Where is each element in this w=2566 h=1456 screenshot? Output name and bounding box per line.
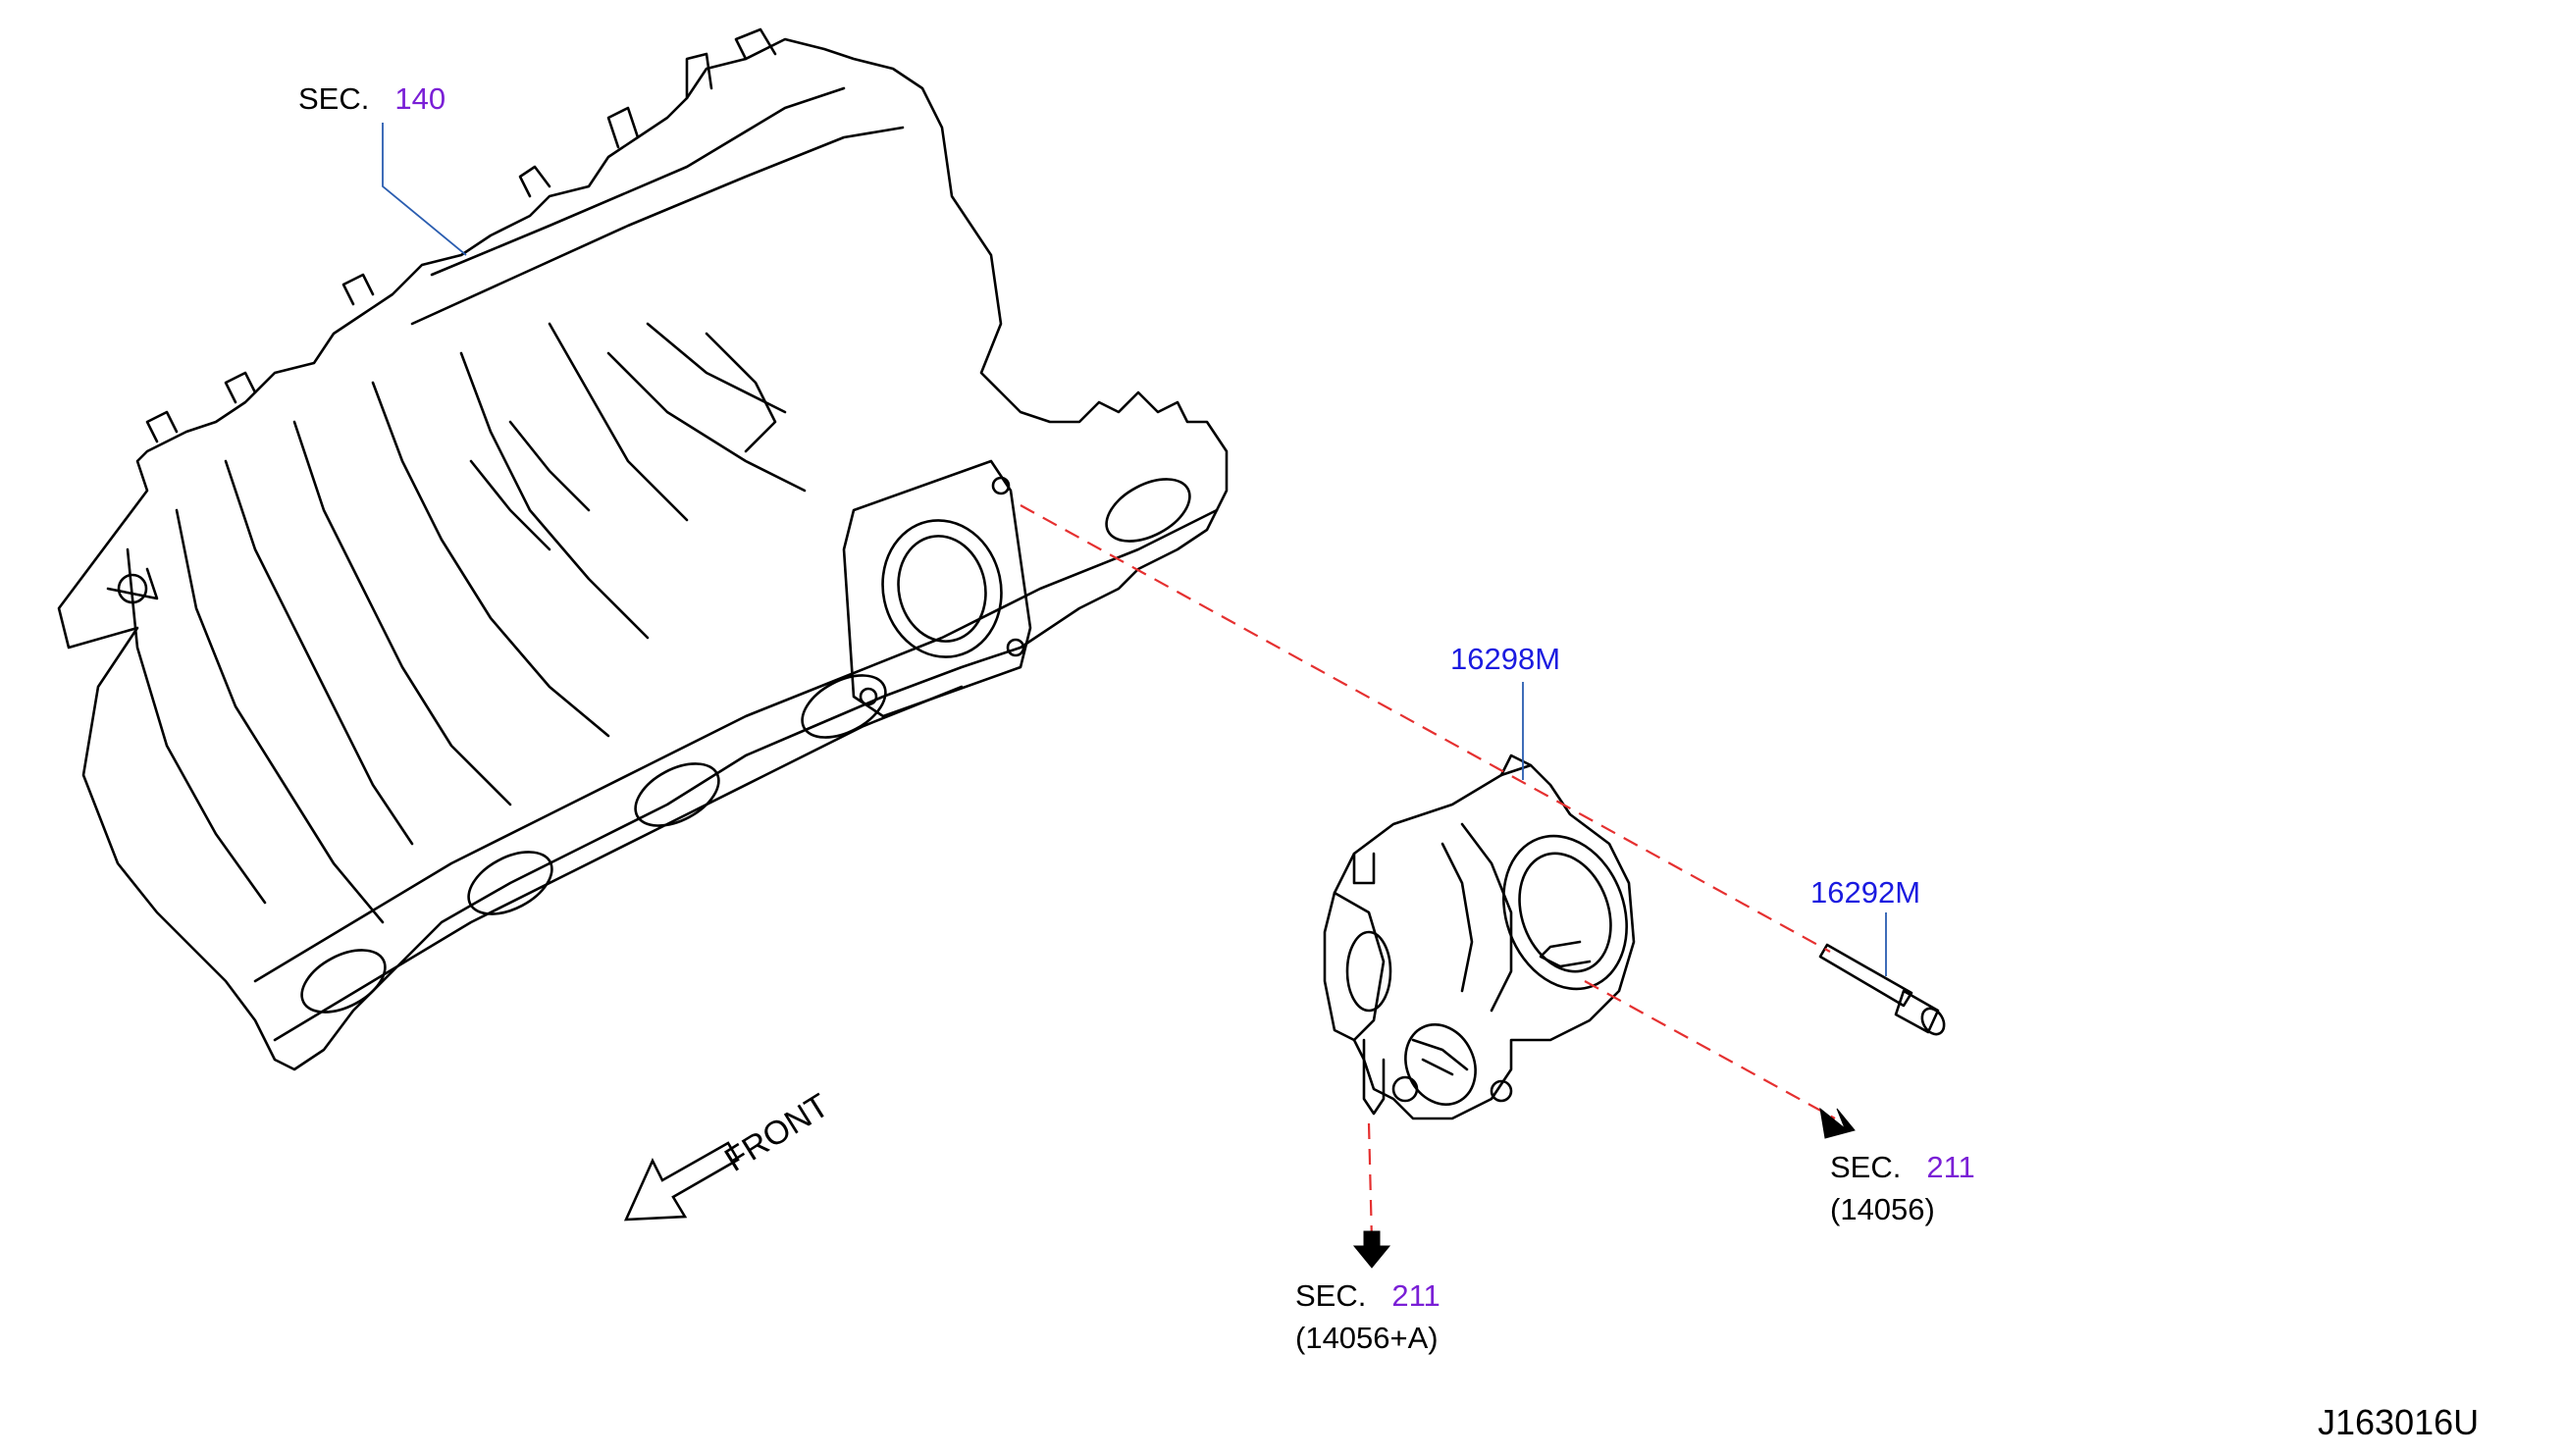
intake-manifold [57, 27, 1229, 1071]
assembly-dashed-lines [1020, 504, 1836, 1242]
drawing-id: J163016U [2318, 1402, 2480, 1442]
throttle-body [1323, 754, 1636, 1120]
sec-number: 140 [394, 81, 446, 116]
part-number-16298m: 16298M [1450, 642, 1561, 676]
sec-ref-211-14056: SEC. 211 [1830, 1150, 1975, 1185]
sec-prefix: SEC. [1830, 1150, 1902, 1184]
sec-number: 211 [1926, 1150, 1975, 1184]
sec-prefix: SEC. [1295, 1278, 1367, 1313]
sec-ref-140: SEC. 140 [298, 81, 445, 117]
sec-prefix: SEC. [298, 81, 370, 116]
sec-ref-211-14056a: SEC. 211 [1295, 1278, 1440, 1314]
sec-sub-14056a: (14056+A) [1295, 1321, 1439, 1355]
flow-arrow-icon [1352, 1107, 1856, 1269]
leader-lines [382, 123, 1887, 976]
front-label: FRONT [718, 1087, 835, 1179]
part-number-16292m: 16292M [1810, 875, 1921, 910]
sec-number: 211 [1391, 1278, 1440, 1313]
front-arrow-icon [623, 1141, 740, 1222]
sec-sub-14056: (14056) [1830, 1192, 1935, 1226]
bolt-16292m [1818, 943, 1946, 1036]
